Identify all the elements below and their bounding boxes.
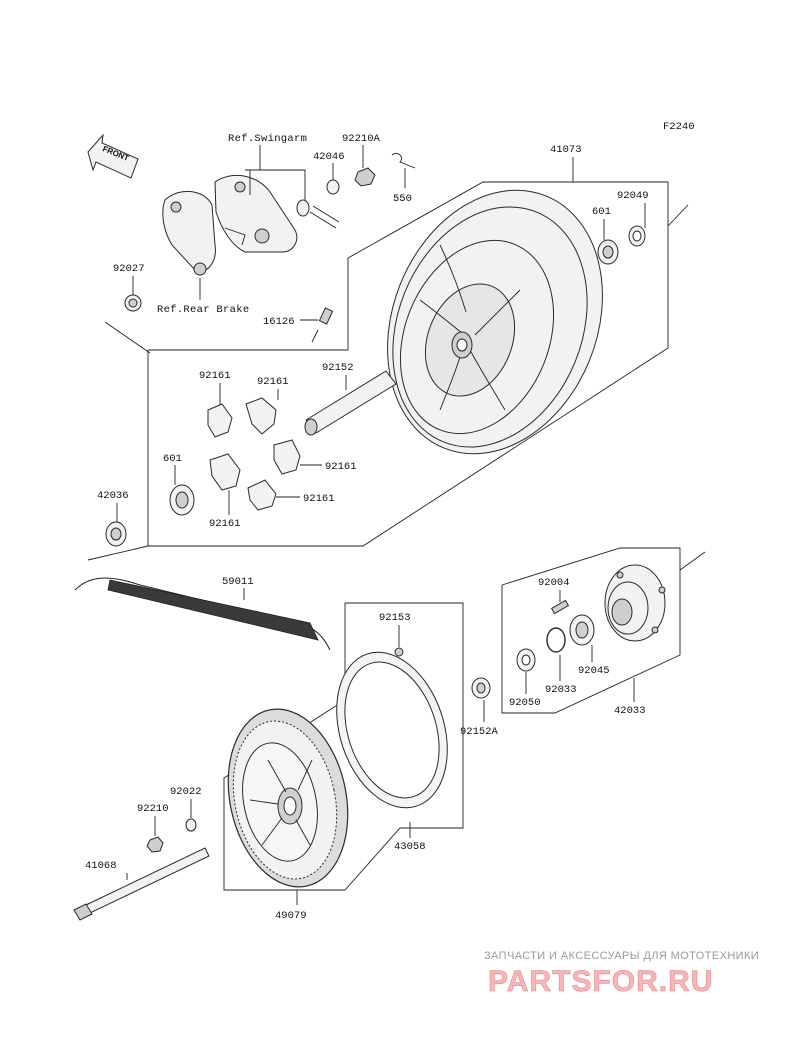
damper-92161-d [209,453,241,491]
front-arrow-icon: FRONT [87,133,139,179]
part-92161-a: 92161 [199,370,231,382]
part-601-left: 601 [163,453,182,465]
part-92004: 92004 [538,577,570,589]
collar-92152A [471,677,491,699]
part-92161-b: 92161 [257,376,289,388]
damper-ring [336,651,448,809]
part-41073: 41073 [550,144,582,156]
part-92152A: 92152A [460,726,499,738]
part-92152: 92152 [322,362,354,374]
cotter-pin [391,152,416,169]
rear-pulley [227,708,349,888]
watermark-caption: ЗАПЧАСТИ И АКСЕССУАРЫ ДЛЯ МОТОТЕХНИКИ [484,950,759,962]
part-92210A: 92210A [342,133,381,145]
nut-92210 [146,836,164,853]
part-550: 550 [393,193,412,205]
adjuster-bolt [296,167,376,229]
part-92045: 92045 [578,665,610,677]
air-valve [311,307,334,343]
part-41068: 41068 [85,860,117,872]
ref-rear-brake: Ref.Rear Brake [157,304,249,316]
bearing-601-right [597,239,619,265]
part-92027: 92027 [113,263,145,275]
part-49079: 49079 [275,910,307,922]
swingarm-bracket [214,174,298,253]
diagram-code: F2240 [663,121,695,133]
caliper-bracket [162,190,216,276]
upper-assembly-frame [147,181,669,547]
bolt-92153 [394,647,404,657]
ref-swingarm: Ref.Swingarm [228,133,307,145]
part-92050: 92050 [509,697,541,709]
stud-92004 [550,599,570,615]
part-92153: 92153 [379,612,411,624]
rear-axle [73,847,210,921]
collar-92027 [124,294,142,312]
part-43058: 43058 [394,841,426,853]
part-42046: 42046 [313,151,345,163]
part-92161-e: 92161 [303,493,335,505]
seal-92049 [628,225,646,247]
hub-assembly-frame [501,547,681,714]
part-59011: 59011 [222,576,254,588]
damper-92161-b [245,397,277,435]
part-92033: 92033 [545,684,577,696]
seal-92050 [516,648,536,672]
spacer-92152 [304,370,397,436]
part-601-top: 601 [592,206,611,218]
part-92161-c: 92161 [325,461,357,473]
part-42036: 42036 [97,490,129,502]
bearing-92045 [569,614,595,646]
damper-92161-e [247,479,277,511]
part-16126: 16126 [263,316,295,328]
part-92022: 92022 [170,786,202,798]
circlip-92033 [546,627,566,653]
washer-92022 [185,818,197,832]
bearing-601-left [169,484,195,516]
part-42033: 42033 [614,705,646,717]
part-92210: 92210 [137,803,169,815]
part-92049: 92049 [617,190,649,202]
rear-wheel [387,189,603,455]
coupling-hub [604,564,666,642]
damper-92161-c [273,439,301,475]
collar-42036 [105,521,127,547]
part-92161-d: 92161 [209,518,241,530]
damper-92161-a [207,403,233,438]
watermark-logo: PARTSFOR.RU [488,965,713,998]
drive-belt [74,577,331,651]
